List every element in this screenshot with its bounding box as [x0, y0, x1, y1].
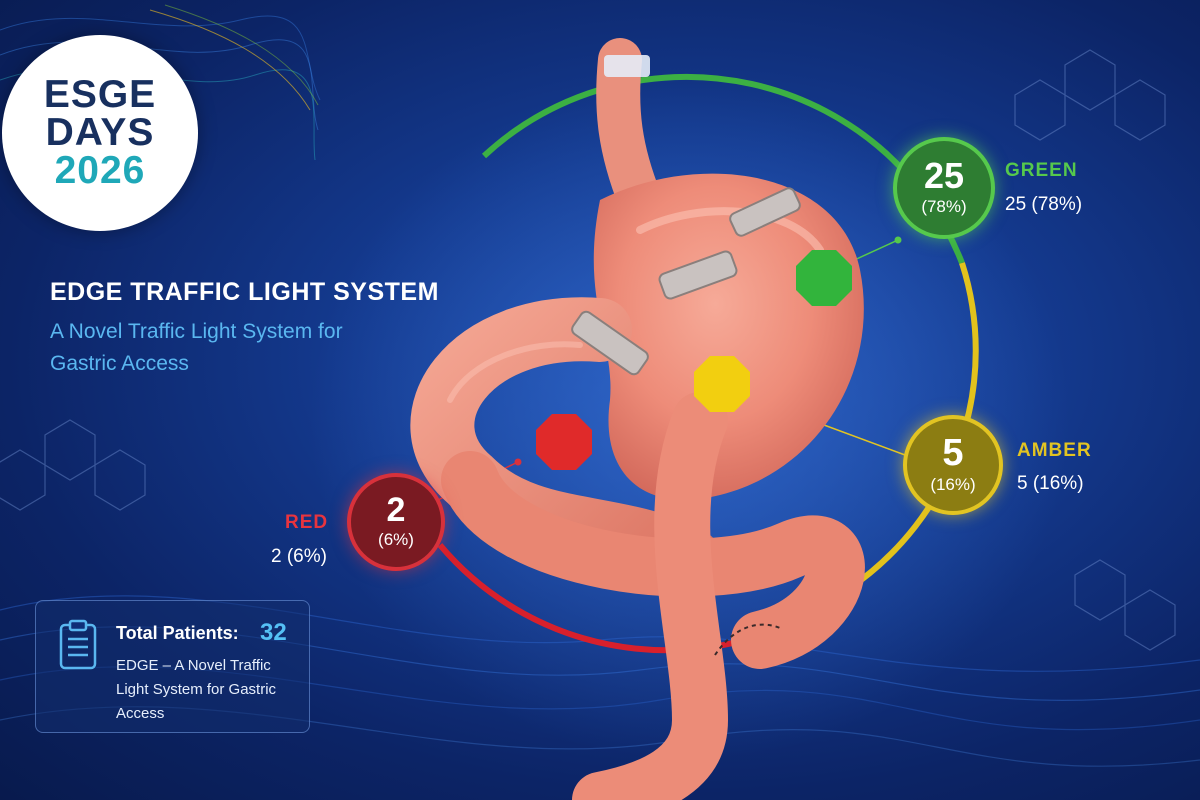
- amber-percent: (16%): [930, 475, 976, 495]
- red-summary: 2 (6%): [271, 546, 327, 567]
- page-subtitle: A Novel Traffic Light System for Gastric…: [50, 320, 343, 375]
- traffic-octagons: [536, 250, 852, 470]
- total-patients-value: 32: [260, 619, 287, 646]
- red-count-badge: 2 (6%): [347, 473, 445, 571]
- green-octagon-icon: [796, 250, 852, 306]
- green-label: GREEN: [1005, 160, 1078, 181]
- logo-line-3: 2026: [54, 149, 146, 192]
- amber-summary: 5 (16%): [1017, 473, 1084, 494]
- green-percent: (78%): [921, 197, 967, 217]
- molecule-pattern: [0, 49, 1176, 651]
- total-patients-box: Total Patients: 32 EDGE – A Novel Traffi…: [35, 600, 310, 733]
- amber-octagon-icon: [694, 356, 750, 412]
- total-patients-label: Total Patients:: [116, 623, 239, 643]
- red-label: RED: [285, 512, 329, 533]
- amber-count-badge: 5 (16%): [903, 415, 1003, 515]
- red-percent: (6%): [378, 530, 414, 550]
- green-summary: 25 (78%): [1005, 194, 1083, 215]
- clipboard-icon: [59, 619, 97, 670]
- logo-line-1: ESGE: [43, 73, 157, 116]
- total-patients-description: EDGE – A Novel Traffic Light System for …: [116, 657, 277, 722]
- amber-label: AMBER: [1017, 440, 1092, 461]
- page-title: EDGE TRAFFIC LIGHT SYSTEM: [50, 278, 439, 306]
- amber-count: 5: [942, 432, 964, 475]
- logo-line-2: DAYS: [45, 111, 155, 154]
- red-count: 2: [386, 491, 406, 530]
- green-count: 25: [923, 155, 965, 197]
- green-count-badge: 25 (78%): [893, 137, 995, 239]
- red-octagon-icon: [536, 414, 592, 470]
- stomach-illustration: [410, 38, 865, 800]
- event-logo: ESGE DAYS 2026: [2, 35, 198, 231]
